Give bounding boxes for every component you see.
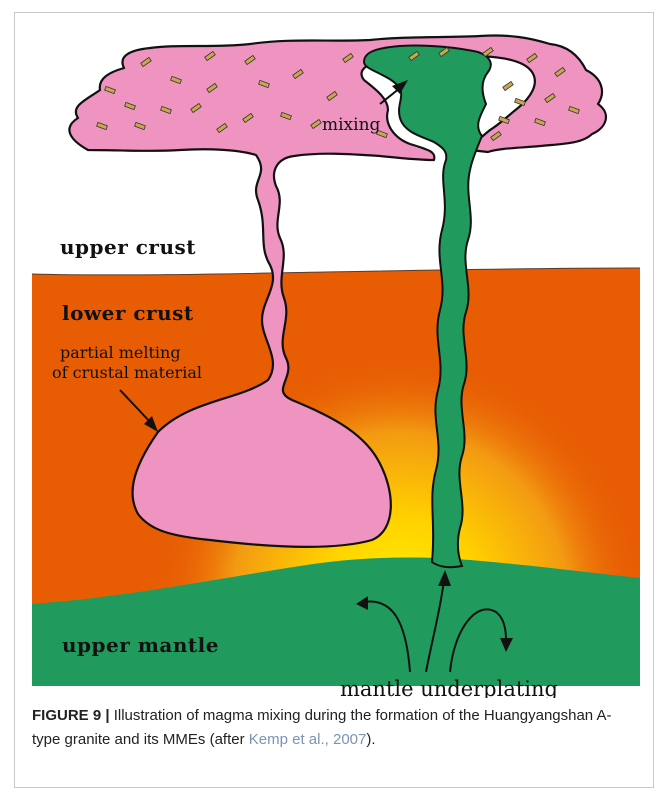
caption-reference-link[interactable]: Kemp et al., 2007: [249, 731, 367, 748]
label-mixing: mixing: [322, 115, 381, 135]
figure-caption: FIGURE 9 | Illustration of magma mixing …: [32, 704, 632, 752]
label-lower-crust: lower crust: [62, 301, 194, 325]
label-upper-mantle: upper mantle: [62, 633, 219, 657]
caption-figure-label: FIGURE 9 |: [32, 707, 110, 724]
label-mantle-underplating: mantle underplating: [340, 677, 558, 698]
caption-text-end: ).: [366, 731, 375, 748]
geology-diagram: mixing upper crust lower crust partial m…: [18, 18, 654, 698]
label-upper-crust: upper crust: [60, 235, 196, 259]
label-partial-melting-2: of crustal material: [52, 363, 202, 382]
label-partial-melting-1: partial melting: [60, 343, 181, 362]
